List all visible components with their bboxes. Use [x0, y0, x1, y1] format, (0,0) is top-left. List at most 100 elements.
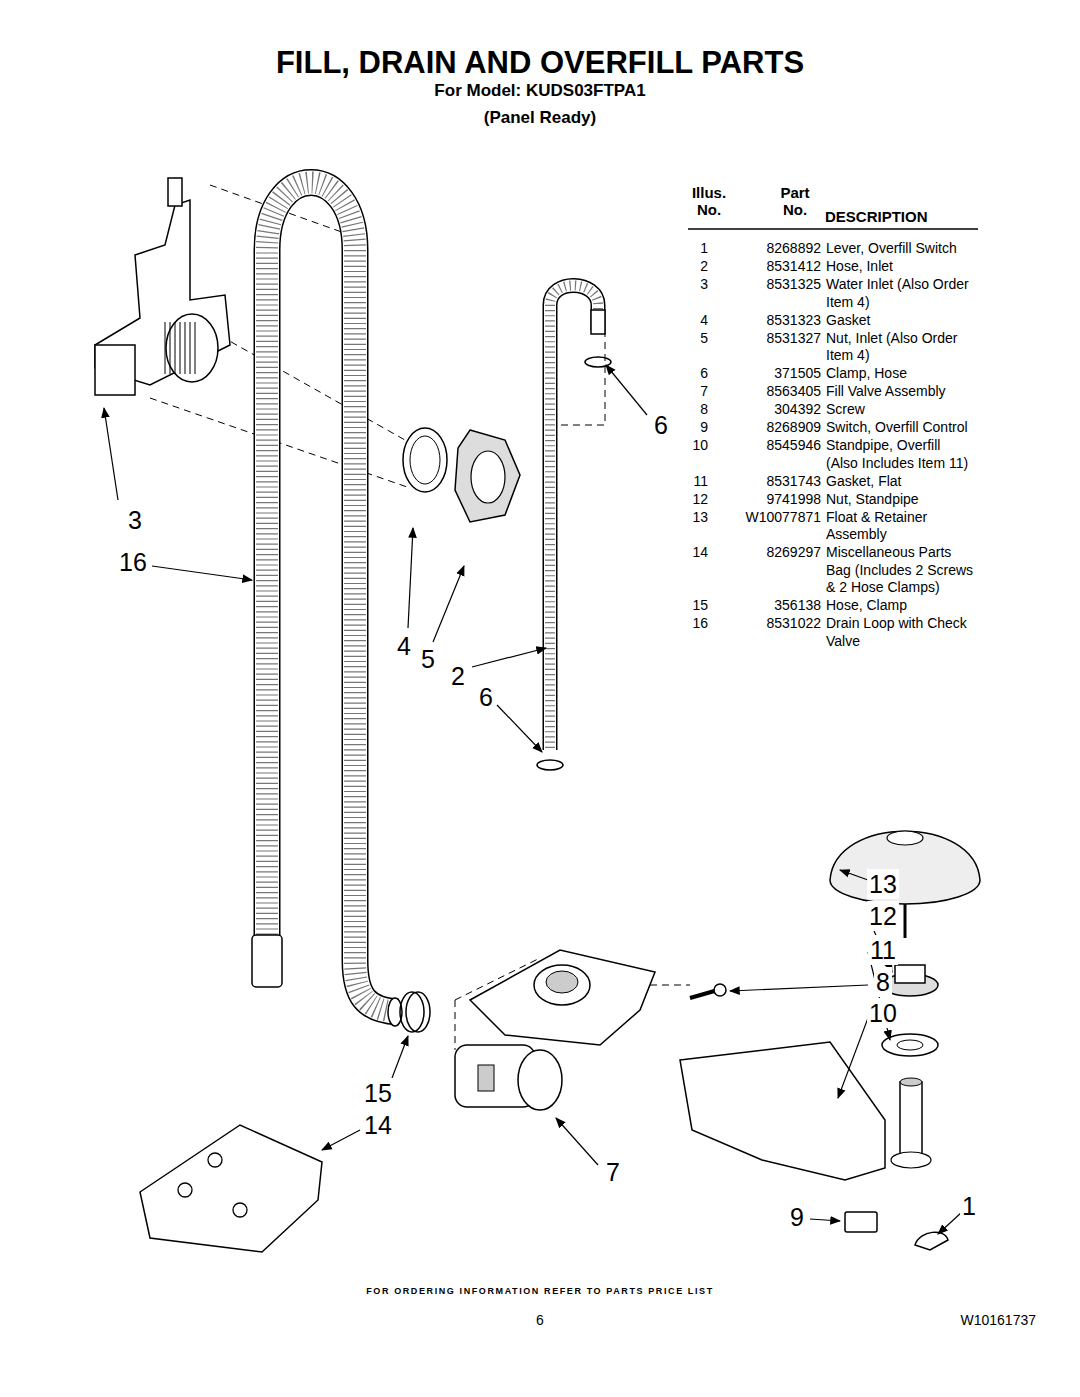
parts-bag	[233, 1203, 247, 1217]
standpipe	[891, 1152, 931, 1168]
inlet-hose	[550, 285, 598, 750]
float	[904, 904, 907, 938]
column-header: Part No.	[775, 184, 815, 219]
page-title: FILL, DRAIN AND OVERFILL PARTS	[276, 44, 804, 81]
callout-number: 12	[867, 901, 899, 931]
table-cell: 1	[700, 240, 708, 258]
gasket	[410, 436, 440, 484]
drain-hose	[267, 183, 398, 1013]
leader-line	[472, 648, 546, 667]
part-number: 8545946	[766, 437, 821, 455]
parts-bag	[208, 1153, 222, 1167]
screw	[690, 984, 726, 998]
drain-hose	[267, 183, 398, 1013]
callout-number: 7	[604, 1157, 622, 1187]
subtitle: (Panel Ready)	[484, 108, 596, 128]
callout-number: 10	[867, 998, 899, 1028]
drain-hose	[252, 935, 282, 987]
water-inlet-bracket	[168, 178, 182, 206]
callout-number: 11	[868, 935, 898, 965]
water-inlet-bracket	[165, 322, 166, 374]
leader-line	[838, 1018, 868, 1098]
footer-note: FOR ORDERING INFORMATION REFER TO PARTS …	[366, 1286, 714, 1297]
table-cell: 3	[700, 276, 708, 294]
part-description: Hose, Inlet	[826, 258, 976, 276]
alignment-lines	[455, 1000, 456, 1050]
water-inlet-bracket	[95, 178, 230, 395]
table-cell: 6	[700, 365, 708, 383]
model-number: For Model: KUDS03FTPA1	[434, 81, 645, 101]
inlet-nut	[455, 430, 520, 522]
water-inlet-bracket	[95, 345, 135, 395]
part-number: 8563405	[766, 383, 821, 401]
part-description: Lever, Overfill Switch	[826, 240, 976, 258]
fill-valve	[455, 950, 655, 1110]
fill-valve	[518, 1050, 562, 1110]
leader-line	[556, 1118, 598, 1165]
part-number: W10077871	[745, 509, 821, 527]
overfill-lever	[915, 1232, 948, 1250]
leader-line	[497, 705, 542, 752]
part-description: Float & Retainer Assembly	[826, 509, 976, 544]
leader-line	[840, 870, 868, 880]
callout-number: 15	[362, 1078, 394, 1108]
hose-clamp	[537, 357, 611, 770]
column-header: DESCRIPTION	[825, 208, 928, 225]
standpipe	[680, 1042, 885, 1180]
table-cell: 8	[700, 401, 708, 419]
callout-number: 14	[362, 1110, 394, 1140]
page-number: 6	[536, 1312, 544, 1329]
float	[830, 831, 980, 938]
standpipe-nut	[895, 965, 925, 983]
parts-bag	[140, 1125, 322, 1252]
standpipe	[680, 1042, 931, 1180]
table-cell: 9	[700, 419, 708, 437]
part-number: 8531325	[766, 276, 821, 294]
part-number: 8531327	[766, 330, 821, 348]
part-description: Switch, Overfill Control	[826, 419, 976, 437]
inlet-nut	[471, 451, 505, 503]
water-inlet-bracket	[190, 322, 191, 374]
leader-line	[152, 566, 252, 580]
part-number: 8268909	[766, 419, 821, 437]
float	[830, 831, 980, 904]
callout-number: 3	[126, 505, 144, 535]
fill-valve	[478, 1065, 494, 1091]
part-number: 8531022	[766, 615, 821, 633]
hose-clamp	[400, 992, 430, 1032]
parts-bag	[178, 1183, 192, 1197]
part-description: Nut, Inlet (Also Order Item 4)	[826, 330, 976, 365]
overfill-switch	[845, 1212, 877, 1232]
table-cell: 2	[700, 258, 708, 276]
alignment-lines	[650, 985, 690, 986]
alignment-lines	[210, 330, 405, 440]
inlet-nut	[455, 430, 520, 522]
leader-line	[392, 1036, 408, 1078]
water-inlet-bracket	[195, 322, 196, 374]
callout-number: 1	[960, 1191, 978, 1221]
part-number: 8269297	[766, 544, 821, 562]
water-inlet-bracket	[175, 322, 176, 374]
part-description: Gasket	[826, 312, 976, 330]
overfill-switch	[845, 1212, 877, 1232]
part-description: Drain Loop with Check Valve	[826, 615, 976, 650]
drain-hose	[267, 183, 398, 1013]
leader-line	[810, 1219, 840, 1221]
part-number: 371505	[774, 365, 821, 383]
callout-number: 4	[395, 631, 413, 661]
overfill-lever	[915, 1232, 948, 1250]
inlet-hose	[550, 285, 598, 750]
table-cell: 7	[700, 383, 708, 401]
part-description: Miscellaneous Parts Bag (Includes 2 Scre…	[826, 544, 976, 597]
callout-number: 5	[419, 644, 437, 674]
table-cell: 4	[700, 312, 708, 330]
table-cell: 5	[700, 330, 708, 348]
part-description: Fill Valve Assembly	[826, 383, 976, 401]
part-description: Clamp, Hose	[826, 365, 976, 383]
part-description: Hose, Clamp	[826, 597, 976, 615]
water-inlet-bracket	[166, 314, 218, 382]
fill-valve	[470, 950, 655, 1045]
table-cell: 14	[692, 544, 708, 562]
part-description: Nut, Standpipe	[826, 491, 976, 509]
leader-line	[408, 528, 413, 628]
